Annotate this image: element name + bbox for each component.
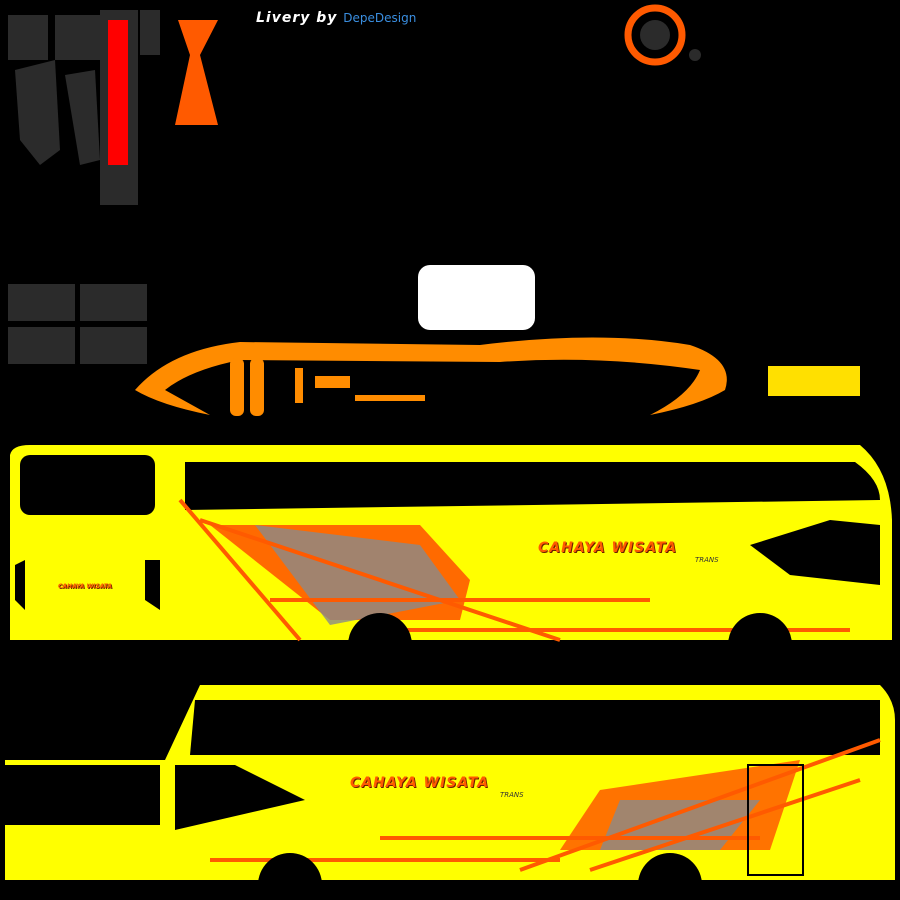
window-tiles: [8, 284, 147, 364]
orange-small-parts: [230, 358, 425, 416]
credit-prefix: Livery by: [256, 10, 338, 26]
brand-sub-lower: TRANS: [500, 791, 524, 799]
bus-side-upper: [10, 445, 892, 677]
brand-name-lower: CAHAYA WISATA: [350, 775, 490, 791]
red-light-strip: [108, 20, 128, 165]
orange-trim: [135, 337, 727, 415]
livery-credit: Livery by DepeDesign: [256, 10, 416, 26]
license-plate: [418, 265, 535, 330]
brand-name-upper: CAHAYA WISATA: [538, 540, 678, 556]
bus-side-lower: [5, 685, 895, 900]
credit-author: DepeDesign: [343, 11, 417, 25]
brand-name-front: CAHAYA WISATA: [58, 583, 113, 590]
orange-tail-light: [175, 20, 218, 125]
wheel-ring: [624, 4, 686, 66]
brand-sub-upper: TRANS: [695, 556, 719, 564]
yellow-strip: [768, 366, 860, 396]
mirror-parts: [8, 10, 160, 205]
